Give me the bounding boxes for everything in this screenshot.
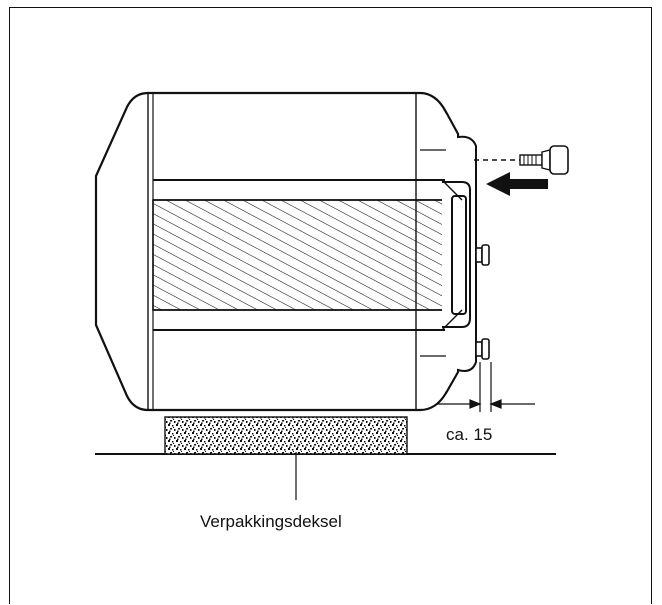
dimension-marker: [436, 362, 535, 412]
insert-arrow: [486, 172, 548, 196]
adjust-knob-upper: [475, 244, 490, 266]
packaging-lid: [164, 416, 408, 455]
thumb-screw: [474, 145, 569, 175]
dimension-label: ca. 15: [446, 425, 492, 444]
adjust-knob-lower: [475, 338, 490, 360]
drum: [152, 199, 444, 311]
end-cap: [441, 111, 477, 394]
figure-frame: [9, 7, 652, 604]
caption-label: Verpakkingsdeksel: [200, 512, 342, 531]
